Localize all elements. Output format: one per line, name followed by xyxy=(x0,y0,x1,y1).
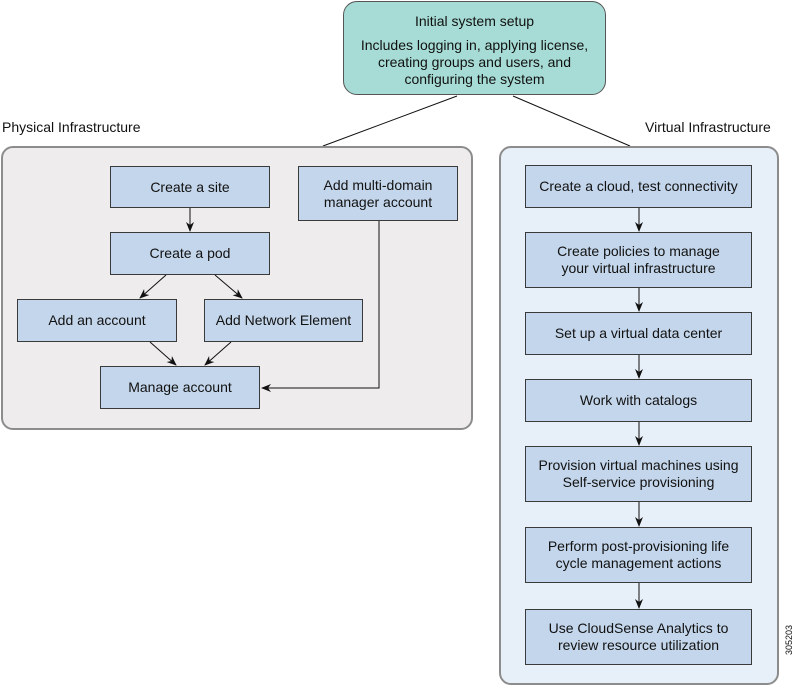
initial-setup-title: Initial system setup xyxy=(414,13,535,29)
initial-setup-description: Includes logging in, applying license, c… xyxy=(360,37,589,87)
top-to-virtual-line xyxy=(512,95,631,147)
step-add-account[interactable]: Add an account xyxy=(17,299,177,342)
virtual-step-provision-vms[interactable]: Provision virtual machines using Self-se… xyxy=(525,446,752,502)
virtual-step-virtual-data-center[interactable]: Set up a virtual data center xyxy=(525,312,752,355)
virtual-step-post-provisioning[interactable]: Perform post-provisioning life cycle man… xyxy=(525,527,752,583)
top-to-physical-line xyxy=(322,95,458,147)
virtual-step-catalogs[interactable]: Work with catalogs xyxy=(525,379,752,422)
virtual-infrastructure-label: Virtual Infrastructure xyxy=(645,119,771,135)
step-add-multi-domain-manager-account[interactable]: Add multi-domain manager account xyxy=(298,166,458,221)
figure-id: 305203 xyxy=(784,624,794,655)
physical-infrastructure-label: Physical Infrastructure xyxy=(2,119,141,135)
initial-setup-box[interactable]: Initial system setup Includes logging in… xyxy=(343,1,606,95)
step-manage-account[interactable]: Manage account xyxy=(100,366,260,409)
step-add-network-element[interactable]: Add Network Element xyxy=(204,299,363,342)
step-create-site[interactable]: Create a site xyxy=(110,166,270,208)
virtual-step-create-cloud[interactable]: Create a cloud, test connectivity xyxy=(525,165,752,208)
virtual-step-cloudsense-analytics[interactable]: Use CloudSense Analytics to review resou… xyxy=(525,609,752,665)
virtual-step-create-policies[interactable]: Create policies to manage your virtual i… xyxy=(525,232,752,288)
step-create-pod[interactable]: Create a pod xyxy=(110,232,270,275)
